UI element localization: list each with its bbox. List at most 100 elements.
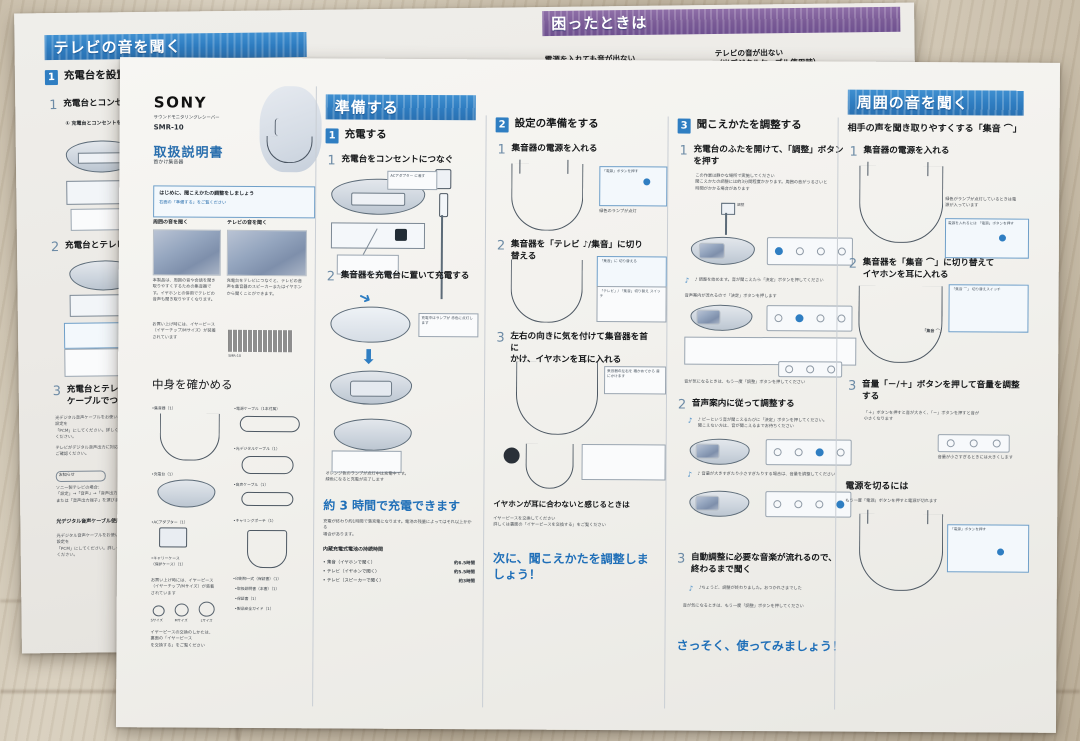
cover-fineprint: お買い上げ時には、イヤーピース （イヤーチップ/Mサイズ）が装着 されています bbox=[152, 321, 216, 340]
plus-button-icon[interactable] bbox=[992, 439, 1002, 448]
power-button-icon[interactable] bbox=[772, 500, 781, 509]
step-number: 3 bbox=[676, 551, 686, 567]
manual-subtitle: 首かけ集音器 bbox=[153, 159, 184, 166]
chapter-title: 充電する bbox=[344, 128, 387, 141]
minus-button-icon[interactable] bbox=[815, 314, 824, 323]
part-label: •キャリーケース （保护ケース）（1） bbox=[150, 555, 186, 567]
step-charge-2: 2 集音器を充電台に置いて充電する bbox=[326, 269, 481, 285]
earphone-right bbox=[919, 510, 929, 525]
earpiece-l bbox=[198, 601, 215, 617]
earphone-right bbox=[919, 162, 929, 177]
power-button-icon[interactable] bbox=[774, 247, 783, 256]
step-number: 2 bbox=[326, 269, 336, 285]
earpiece-m bbox=[174, 603, 189, 617]
music-note-icon: ♪ bbox=[688, 584, 694, 593]
power-button-icon bbox=[997, 548, 1005, 556]
plus-button-icon[interactable] bbox=[814, 500, 823, 509]
audio-cable-illustration bbox=[241, 491, 294, 507]
callout-lamp-note: 緑色のランプが点灯 bbox=[599, 208, 637, 214]
section-band-prepare: 準備する bbox=[325, 94, 476, 121]
adjust-voice-note-2: 音声案内が流れるので「決定」ボタンを押します bbox=[684, 292, 777, 299]
minus-button-icon[interactable] bbox=[785, 365, 794, 374]
charge-time-body: 充電が終わり約1時間で満充電になります。電池の残量によってはそれ以上かかる 場合… bbox=[323, 518, 472, 537]
usecase-label-1: 周囲の音を聞く bbox=[153, 219, 189, 226]
product-line-label: サウンドモニタリングレシーバー bbox=[153, 115, 220, 121]
chapter-title: 設定の準備をする bbox=[514, 117, 599, 131]
neckband-illustration bbox=[510, 259, 583, 323]
callout-power-button: 電源を入れるには 「電源」ボタンを押す bbox=[944, 218, 1030, 259]
ac-adapter-illustration bbox=[159, 527, 188, 548]
part-label: •充電台（1） bbox=[151, 471, 176, 477]
usecase-photo-2 bbox=[226, 229, 308, 277]
power-button-icon bbox=[643, 178, 651, 186]
earpiece-size-label: Sサイズ bbox=[150, 618, 163, 623]
plus-button-icon[interactable] bbox=[816, 247, 825, 256]
step-ambient-3-body: 「＋」ボタンを押すと音が大きく、「－」ボタンを押すと音が 小さくなります bbox=[863, 409, 980, 422]
column-divider bbox=[312, 86, 317, 707]
contents-title: 中身を確かめる bbox=[152, 377, 233, 392]
chapter-title: 聞こえかたを調整する bbox=[696, 118, 802, 132]
step-title: 音量「－/＋」ボタンを押して音量を調整 する bbox=[861, 379, 1020, 402]
callout-switch-detail: 「テレビ」/ 「集音」切り替え スイッチ bbox=[596, 286, 667, 323]
battery-row: • 集音（イヤホンで聞く） 約6.5時間 bbox=[323, 559, 475, 566]
part-label: •電源ケーブル（1本付属） bbox=[233, 405, 281, 412]
neckband-illustration bbox=[858, 285, 943, 364]
step-number: 3 bbox=[52, 383, 62, 400]
step-number: 3 bbox=[848, 378, 857, 394]
cradle-button-pad bbox=[766, 237, 853, 266]
down-arrow-icon: ⬇ bbox=[360, 344, 378, 369]
callout-left-right: 集音器の左右を 確かめてから 首にかけます bbox=[604, 366, 667, 395]
carrying-pouch-illustration bbox=[246, 529, 288, 569]
power-button-icon[interactable] bbox=[773, 314, 782, 323]
section-band-prepare-label: 準備する bbox=[334, 98, 399, 117]
neckband-illustration bbox=[858, 165, 944, 244]
parts-note-earpiece: お買い上げ時には、イヤーピース （イヤーチップ/Mサイズ）が装着 されています bbox=[150, 577, 215, 596]
box-title-1: お知らせ bbox=[58, 471, 75, 478]
usecase-body-1: 本製品は、周囲の音や会話を聞き取りやすくするための集音器です。イヤホンとの併用で… bbox=[152, 277, 216, 302]
minus-button-icon[interactable] bbox=[793, 500, 802, 509]
minus-button-icon[interactable] bbox=[946, 439, 955, 448]
power-off-body: もう一度「電源」ボタンを押すと電源が切れます bbox=[845, 497, 938, 504]
power-cable-illustration bbox=[239, 415, 300, 433]
manual-sheet-front[interactable]: SONY サウンドモニタリングレシーバー SMR-10 取扱説明書 首かけ集音器… bbox=[115, 57, 1061, 733]
callout-volume-note: 音量が小さすぎるときには大きくします bbox=[937, 454, 1014, 460]
plus-button-icon[interactable] bbox=[836, 448, 845, 457]
part-label: •ACアダプター（1） bbox=[151, 519, 188, 525]
section-band-tv: テレビの音を聞く bbox=[44, 31, 307, 61]
adjust-note-3: 音が気になるときは、もう一度「調整」ボタンを押してください bbox=[684, 378, 806, 385]
adjust-voice-note-3: ♪ ピーという音が聞こえるたびに「決定」ボタンを押してください。 聞こえない方は… bbox=[697, 416, 828, 429]
step-number: 1 bbox=[679, 143, 688, 159]
decide-button-icon[interactable] bbox=[835, 500, 844, 509]
section-band-ambient: 周囲の音を聞く bbox=[847, 89, 1024, 116]
music-note-icon: ♪ bbox=[684, 276, 690, 285]
music-note-icon: ♪ bbox=[687, 470, 693, 479]
callout-charging-lamp: 充電中はランプが 赤色に点灯します bbox=[418, 312, 479, 338]
power-button-icon[interactable] bbox=[773, 448, 782, 457]
volume-button-pad bbox=[778, 361, 843, 378]
step-title: 充電台のふたを開けて、「調整」ボタン を押す bbox=[693, 144, 844, 167]
next-step-callout: 次に、聞こえかたを調整しま しょう！ bbox=[492, 551, 649, 582]
cradle-seat bbox=[349, 380, 393, 397]
adjust-button-icon[interactable] bbox=[837, 247, 846, 256]
plus-button-icon[interactable] bbox=[826, 365, 835, 374]
volume-icon bbox=[969, 439, 978, 448]
adjust-voice-note-5: ♪ちょうど、調整が終わりました。おつかれさまでした bbox=[698, 584, 802, 591]
earphone-fit-body: イヤーピースを交換してください 詳しくは裏面の「イヤーピースを交換する」をご覧く… bbox=[493, 515, 606, 528]
step-number: 2 bbox=[677, 397, 687, 413]
cradle-open-illustration bbox=[333, 418, 412, 451]
callout-power-off: 「電源」ボタンを押す bbox=[946, 524, 1030, 573]
part-label: •保証書（1） bbox=[234, 595, 259, 601]
final-callout: さっそく、使ってみましょう！ bbox=[676, 638, 844, 654]
volume-label-icon bbox=[806, 365, 815, 374]
step-adjust-1-body: この作業は静かな場所で実施してください 聞こえかたの調整には約3分間程度かかりま… bbox=[695, 172, 828, 191]
earphone-right bbox=[559, 159, 569, 174]
earpiece-size-label: Mサイズ bbox=[174, 618, 188, 623]
wall-outlet-illustration bbox=[435, 169, 452, 190]
plus-button-icon[interactable] bbox=[836, 314, 845, 323]
minus-button-icon[interactable] bbox=[795, 247, 804, 256]
decide-button-icon[interactable] bbox=[794, 314, 803, 323]
step-number: 1 bbox=[49, 97, 58, 114]
decide-button-icon[interactable] bbox=[815, 448, 824, 457]
minus-button-icon[interactable] bbox=[794, 448, 803, 457]
step-adjust-1: 1 充電台のふたを開けて、「調整」ボタン を押す bbox=[679, 143, 844, 169]
